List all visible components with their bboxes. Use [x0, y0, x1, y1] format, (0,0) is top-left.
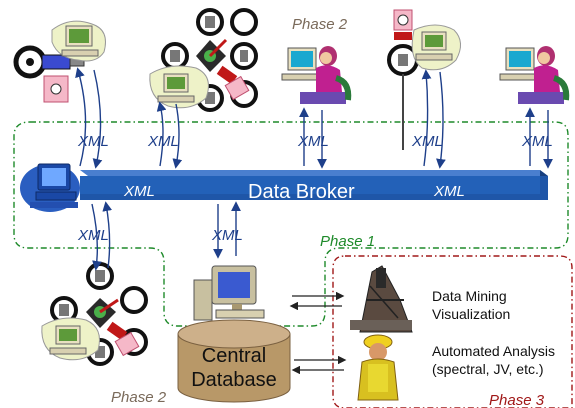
- woman-at-computer-icon: [499, 46, 570, 104]
- worker-icon: [357, 334, 399, 401]
- phase2-bottom-label: Phase 2: [111, 389, 167, 406]
- phase3-label: Phase 3: [489, 392, 545, 408]
- desktop-computer-icon: [193, 265, 265, 321]
- xml-label-2: XML: [147, 133, 179, 150]
- xml-label-1: XML: [77, 133, 109, 150]
- mining-tower-icon: [350, 265, 413, 333]
- phase2-top-label: Phase 2: [292, 16, 348, 33]
- robot-station-icon: [41, 262, 148, 366]
- xml-label-broker-right: XML: [433, 183, 465, 200]
- data-broker-bar: [80, 170, 548, 200]
- database-cylinder-icon: [177, 319, 291, 403]
- phase1-region: [13, 121, 569, 327]
- woman-at-computer-icon: [281, 46, 352, 104]
- data-mining-label-line2: Visualization: [432, 306, 510, 322]
- central-database-label-line2: Database: [191, 369, 277, 391]
- probe-station-icon: [387, 9, 461, 150]
- db-connectors: [289, 291, 347, 375]
- data-mining-label-line1: Data Mining: [432, 288, 507, 304]
- xml-connectors: [75, 67, 553, 271]
- robot-station-icon: [149, 8, 258, 112]
- central-database-label-line1: Central: [202, 345, 266, 367]
- data-broker-label: Data Broker: [248, 181, 355, 203]
- auto-analysis-label-line1: Automated Analysis: [432, 343, 555, 359]
- xml-label-6: XML: [77, 227, 109, 244]
- xml-label-5: XML: [521, 133, 553, 150]
- robot-station-icon: [13, 20, 106, 103]
- phase1-label: Phase 1: [320, 233, 375, 250]
- xml-label-broker-left: XML: [123, 183, 155, 200]
- xml-label-4: XML: [411, 133, 443, 150]
- auto-analysis-label-line2: (spectral, JV, etc.): [432, 361, 544, 377]
- desktop-computer-icon: [20, 163, 80, 212]
- xml-label-3: XML: [297, 133, 329, 150]
- phase3-region: [332, 255, 573, 408]
- xml-label-7: XML: [211, 227, 243, 244]
